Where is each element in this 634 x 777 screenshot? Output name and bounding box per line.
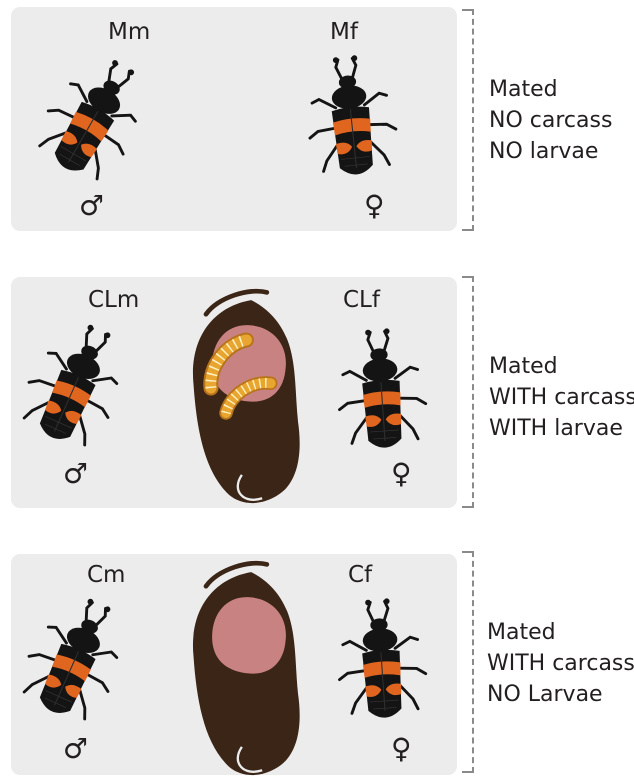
female-group-label: Cf — [348, 564, 372, 587]
male-symbol-icon: ♂ — [79, 192, 104, 220]
male-group-label: Cm — [87, 564, 125, 587]
beetle-icon — [382, 398, 392, 408]
beetle-icon — [352, 125, 362, 135]
condition-line: WITH carcass — [487, 648, 634, 679]
condition-label: Mated NO carcass NO larvae — [489, 74, 612, 167]
female-symbol-icon: ♀ — [391, 460, 412, 488]
beetle-icon — [382, 668, 392, 678]
beetle-icon — [90, 125, 100, 135]
beetle-icon — [72, 666, 82, 676]
female-symbol-icon: ♀ — [364, 192, 385, 220]
female-group-label: Mf — [330, 21, 358, 44]
carcass-icon — [245, 400, 255, 410]
condition-line: NO Larvae — [487, 679, 634, 710]
female-symbol-icon: ♀ — [391, 735, 412, 763]
group-bracket — [458, 276, 474, 508]
carcass-icon — [245, 672, 255, 682]
condition-line: NO larvae — [489, 136, 612, 167]
condition-line: Mated — [489, 351, 634, 382]
female-group-label: CLf — [343, 289, 380, 312]
beetle-icon — [72, 392, 82, 402]
condition-label: Mated WITH carcass NO Larvae — [487, 617, 634, 710]
larva-icon — [211, 388, 221, 398]
condition-line: WITH larvae — [489, 413, 634, 444]
group-bracket — [458, 9, 474, 231]
male-group-label: CLm — [88, 289, 139, 312]
condition-line: WITH carcass — [489, 382, 634, 413]
larva-icon — [226, 413, 236, 423]
condition-line: Mated — [489, 74, 612, 105]
condition-line: NO carcass — [489, 105, 612, 136]
male-symbol-icon: ♂ — [63, 460, 88, 488]
condition-label: Mated WITH carcass WITH larvae — [489, 351, 634, 444]
male-group-label: Mm — [108, 21, 150, 44]
condition-line: Mated — [487, 617, 634, 648]
group-bracket — [458, 551, 474, 773]
male-symbol-icon: ♂ — [63, 735, 88, 763]
